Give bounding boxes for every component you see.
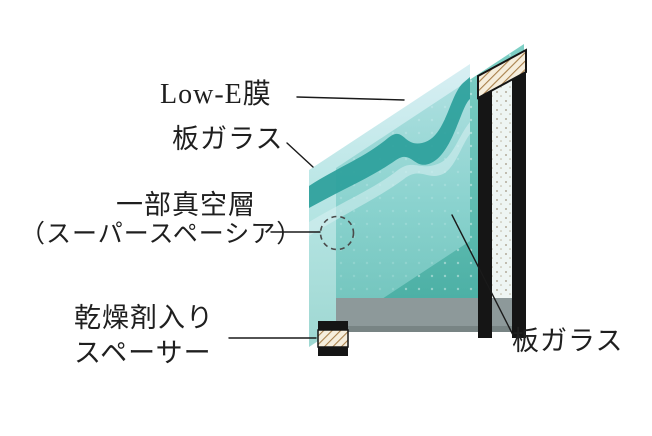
desiccant-box-top-bar <box>318 321 348 330</box>
leader-lines <box>228 96 514 339</box>
leader-front-glass <box>286 142 314 168</box>
label-rear-glass: 板ガラス <box>512 326 624 356</box>
bottom-spacer-shadow <box>336 326 524 332</box>
leader-rear-glass <box>451 214 514 336</box>
edge-gap-desiccant-specks <box>492 80 512 300</box>
label-desiccant-line1: 乾燥剤入り <box>74 303 214 333</box>
secondary-wave-highlight <box>309 122 470 236</box>
label-desiccant-line2: スペーサー <box>74 338 212 368</box>
low-e-film-band <box>309 77 470 208</box>
label-vacuum-layer-line2: （スーパースペーシア） <box>20 221 303 248</box>
vacuum-layer-callout-circle <box>319 215 355 251</box>
label-vacuum-layer-line1: 一部真空層 <box>116 190 256 220</box>
desiccant-box-hatch <box>317 329 349 348</box>
front-glass-pane <box>309 64 470 347</box>
label-low-e-film: Low-E膜 <box>160 79 272 110</box>
desiccant-box-bottom-bar <box>318 347 348 356</box>
leader-low-e <box>296 96 405 101</box>
frame-strip-outer <box>512 72 526 338</box>
label-front-glass: 板ガラス <box>172 124 284 154</box>
frame-strip-inner <box>478 90 492 338</box>
